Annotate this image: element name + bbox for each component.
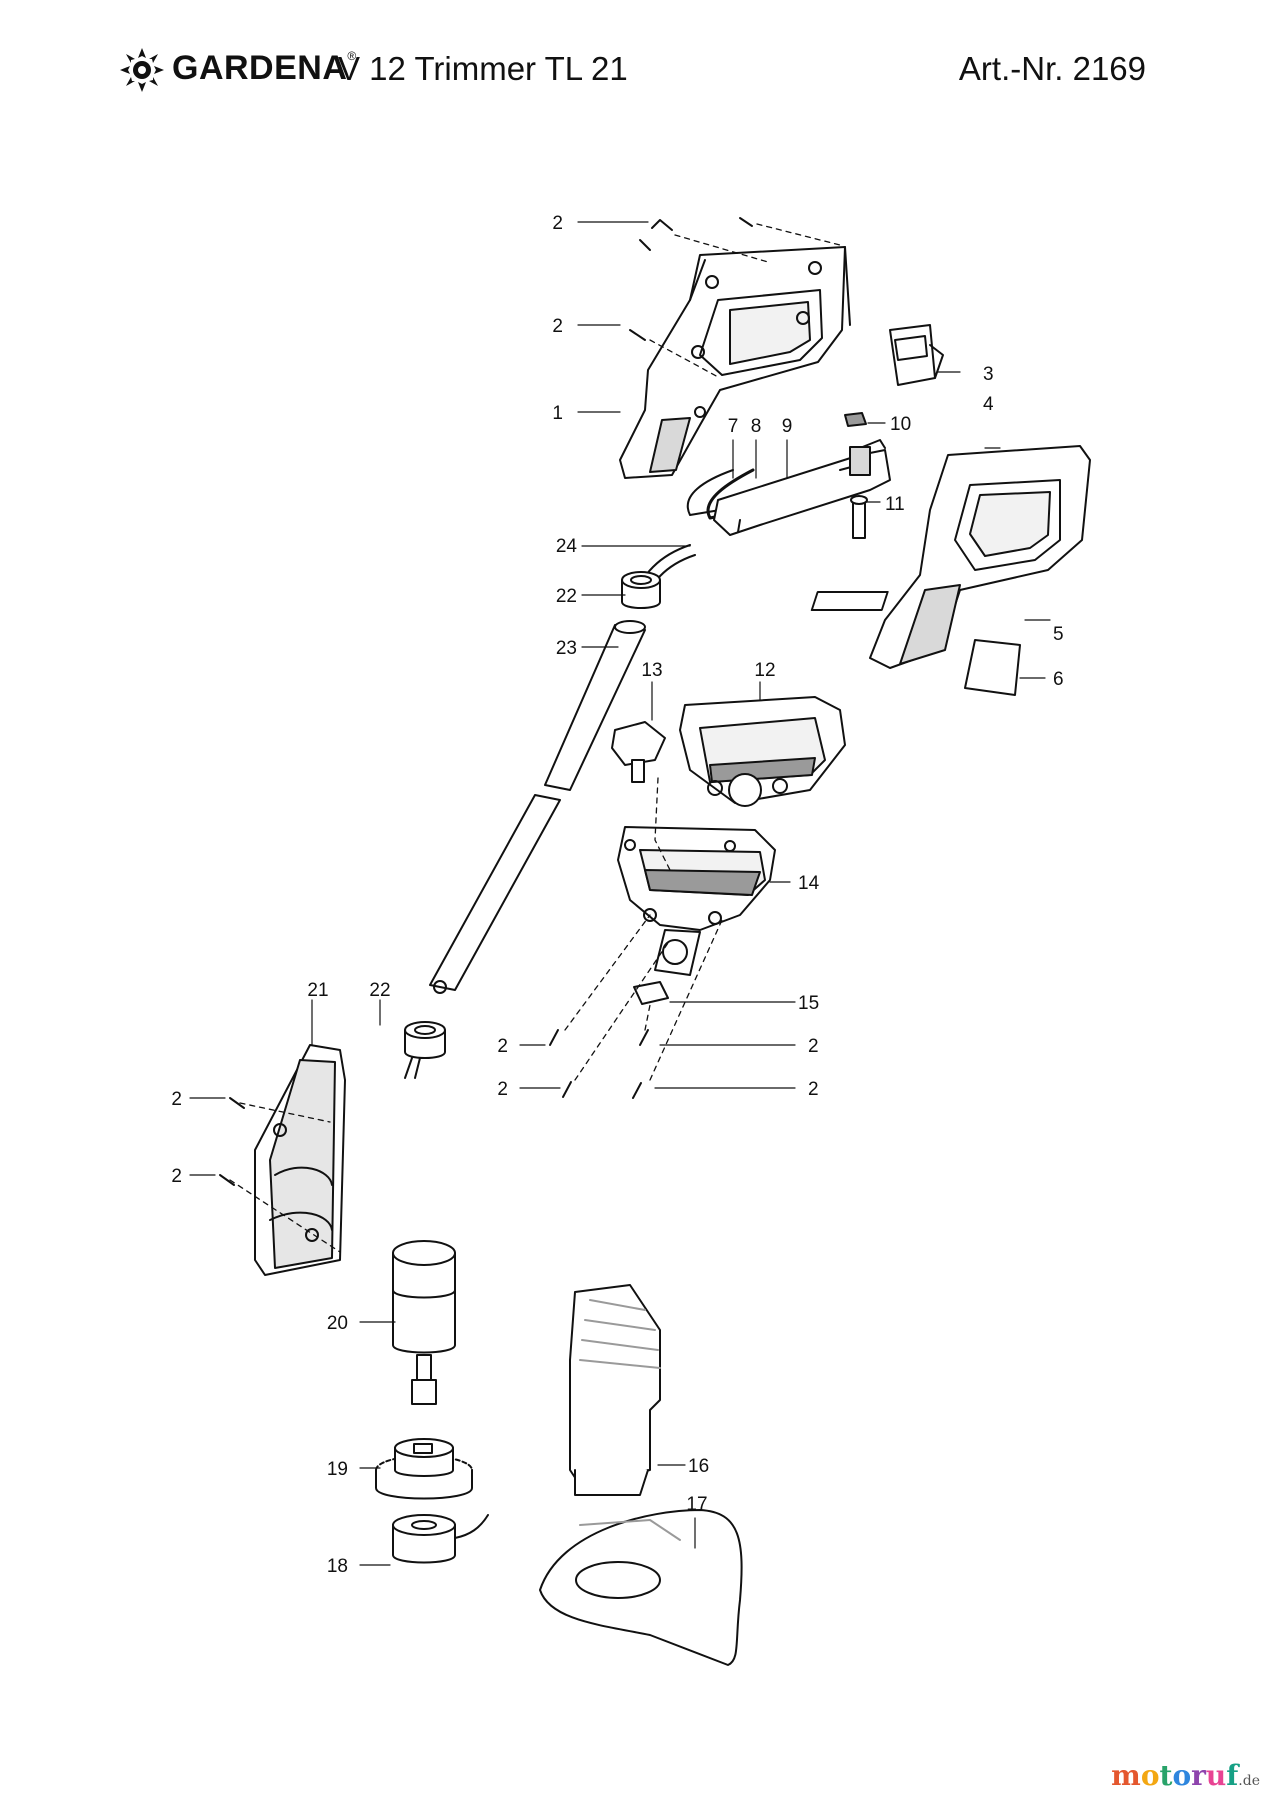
watermark-letter: r	[1191, 1759, 1206, 1792]
part-22-bushing-upper	[621, 571, 661, 609]
part-14-bracket	[617, 826, 776, 976]
part-5-plate	[810, 591, 889, 611]
callout-14: 14	[798, 873, 820, 894]
callout-2: 2	[808, 1079, 819, 1100]
watermark-letter: u	[1205, 1759, 1227, 1792]
brand-name: GARDENA®	[172, 49, 357, 87]
watermark-suffix: .de	[1238, 1773, 1260, 1789]
callout-8: 8	[751, 416, 762, 437]
callout-21: 21	[307, 980, 328, 1001]
callout-7: 7	[728, 416, 739, 437]
page-header: GARDENA® V 12 Trimmer TL 21 Art.-Nr. 216…	[0, 0, 1272, 120]
callout-18: 18	[327, 1556, 348, 1577]
part-13-knob	[611, 721, 666, 783]
callout-20: 20	[327, 1313, 348, 1334]
callout-13: 13	[641, 660, 662, 681]
callout-9: 9	[782, 416, 793, 437]
part-18-line-spool	[392, 1514, 489, 1564]
callout-2: 2	[171, 1166, 182, 1187]
part-9-switch-carrier	[713, 439, 891, 536]
callout-3: 3	[983, 364, 994, 385]
part-1-handle-half	[619, 246, 851, 479]
part-22-bushing-lower	[404, 1021, 446, 1079]
screws	[219, 217, 753, 1186]
watermark-letter: o	[1140, 1759, 1160, 1792]
part-11-screw	[850, 495, 868, 539]
assembly-lines	[229, 223, 841, 1253]
part-6-plate	[964, 639, 1021, 696]
part-21-housing-half	[254, 1044, 346, 1276]
callout-12: 12	[754, 660, 775, 681]
part-10-nut	[844, 412, 867, 427]
callout-6: 6	[1053, 669, 1064, 690]
callout-11: 11	[885, 494, 905, 515]
part-3-switch	[889, 324, 944, 386]
callout-leaders	[189, 221, 1051, 1566]
callout-5: 5	[1053, 624, 1064, 645]
callout-2: 2	[497, 1079, 508, 1100]
callout-10: 10	[890, 414, 911, 435]
part-17-guard	[539, 1509, 743, 1666]
callout-22: 22	[369, 980, 390, 1001]
part-19-spool	[375, 1438, 473, 1500]
part-15-nut	[633, 981, 669, 1005]
watermark-letter: m	[1111, 1759, 1141, 1792]
part-12-bracket	[679, 696, 846, 807]
part-20-motor	[392, 1240, 456, 1405]
registered-mark: ®	[347, 49, 357, 63]
callout-2: 2	[552, 316, 563, 337]
part-16-motor-housing	[569, 1284, 661, 1496]
callout-17: 17	[686, 1494, 707, 1515]
callout-15: 15	[798, 993, 819, 1014]
callout-labels: 1 2 2 3 4 5 6 7 8 9 10 11 12 13 14 15 16…	[171, 213, 1063, 1577]
model-title: V 12 Trimmer TL 21	[338, 50, 628, 87]
part-4-handle-half	[869, 445, 1091, 669]
part-23-shaft	[429, 620, 646, 994]
watermark-motoruf: motoruf.de	[1111, 1759, 1260, 1792]
watermark-letter: f	[1226, 1759, 1239, 1792]
watermark-text: motoruf	[1111, 1759, 1238, 1792]
callout-24: 24	[556, 536, 578, 557]
callout-2: 2	[171, 1089, 182, 1110]
callout-2: 2	[808, 1036, 819, 1057]
part-7-8-wires	[686, 468, 755, 520]
callout-1: 1	[552, 403, 563, 424]
watermark-letter: t	[1159, 1759, 1173, 1792]
callout-2: 2	[497, 1036, 508, 1057]
watermark-letter: o	[1172, 1759, 1192, 1792]
callout-23: 23	[556, 638, 577, 659]
callout-22: 22	[556, 586, 577, 607]
callout-4: 4	[983, 394, 994, 415]
article-number: Art.-Nr. 2169	[958, 50, 1146, 87]
callout-2: 2	[552, 213, 563, 234]
gardena-logo-icon	[120, 48, 164, 92]
callout-16: 16	[688, 1456, 709, 1477]
callout-19: 19	[327, 1459, 348, 1480]
